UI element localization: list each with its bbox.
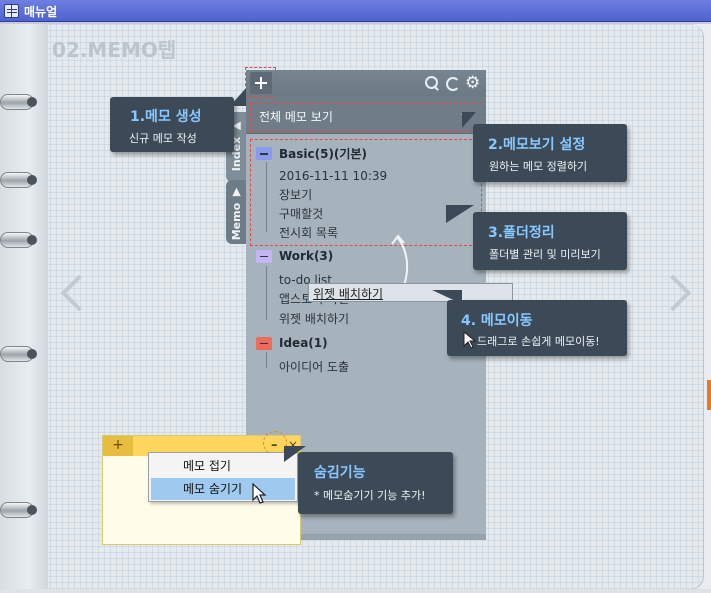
callout-hide: 숨김기능 * 메모숨기기 기능 추가! [298, 452, 453, 514]
memo-item[interactable]: 아이디어 도출 [279, 360, 350, 374]
callout-pointer [284, 446, 306, 462]
close-icon[interactable]: × [288, 438, 299, 452]
callout-title: 3.폴더정리 [488, 225, 555, 241]
binder-ring [0, 94, 37, 110]
next-page-arrow-icon[interactable] [660, 270, 690, 320]
context-menu: 메모 접기 메모 숨기기 [148, 452, 298, 502]
folder-name: Basic(5)(기본) [279, 147, 367, 161]
memo-item[interactable]: 구매할것 [279, 207, 324, 221]
binder-ring [0, 502, 37, 518]
tab-memo[interactable]: Memo ▼ [226, 180, 246, 244]
callout-view-setting: 2.메모보기 설정 원하는 메모 정렬하기 [473, 124, 627, 182]
search-icon[interactable] [424, 75, 440, 91]
callout-title: 숨김기능 [314, 465, 366, 481]
callout-pointer [230, 88, 246, 106]
binder-ring [0, 346, 37, 362]
callout-desc: * 메모숨기기 기능 추가! [314, 489, 426, 502]
folder-color-tag [256, 249, 272, 263]
highlight-folder-basic [250, 139, 482, 246]
folder-work[interactable]: Work(3) [256, 249, 333, 263]
binder-ring [0, 172, 37, 188]
callout-title: 4. 메모이동 [461, 313, 533, 329]
highlight-view-setting [250, 102, 482, 132]
binder-ring [0, 232, 37, 248]
callout-move: 4. 메모이동 드래그로 손쉽게 메모이동! [447, 300, 627, 356]
folder-name: Idea(1) [279, 336, 328, 350]
tab-memo-label: Memo ▼ [230, 186, 243, 241]
mouse-cursor-icon [252, 483, 267, 504]
sticky-header: + – × [103, 436, 300, 456]
window-titlebar: 매뉴얼 [0, 0, 711, 22]
callout-desc: 원하는 메모 정렬하기 [489, 160, 588, 173]
orange-page-tab[interactable] [707, 380, 711, 410]
refresh-icon[interactable] [444, 75, 460, 91]
folder-basic[interactable]: Basic(5)(기본) [256, 145, 367, 162]
callout-create: 1.메모 생성 신규 메모 작성 [110, 97, 234, 152]
window-title: 매뉴얼 [24, 5, 58, 19]
view-all-label[interactable]: 전체 메모 보기 [259, 110, 333, 124]
callout-pointer [432, 290, 462, 304]
book-icon [4, 4, 19, 18]
highlight-add-button [245, 67, 276, 97]
titlebar-shadow [0, 22, 711, 25]
gear-icon[interactable]: ⚙ [465, 73, 481, 93]
prev-page-arrow-icon[interactable] [56, 270, 86, 320]
memo-item[interactable]: 2016-11-11 10:39 [279, 169, 388, 183]
folder-idea[interactable]: Idea(1) [256, 336, 328, 350]
callout-desc: 신규 메모 작성 [129, 132, 197, 145]
callout-desc: 드래그로 손쉽게 메모이동! [477, 335, 600, 348]
tree-line [266, 266, 267, 320]
memo-item[interactable]: 장보기 [279, 188, 313, 202]
callout-folder: 3.폴더정리 폴더별 관리 및 미리보기 [473, 212, 627, 270]
folder-color-tag [256, 147, 272, 160]
memo-item[interactable]: 전시회 목록 [279, 226, 339, 240]
drag-preview-label: 위젯 배치하기 [313, 287, 384, 301]
callout-pointer [462, 112, 476, 128]
sticky-add-button[interactable]: + [103, 436, 133, 456]
menu-item-hide-memo[interactable]: 메모 숨기기 [151, 478, 295, 500]
callout-desc: 폴더별 관리 및 미리보기 [489, 248, 601, 261]
callout-title: 1.메모 생성 [130, 109, 202, 125]
folder-name: Work(3) [279, 249, 334, 263]
tree-line [266, 162, 267, 232]
mouse-cursor-icon [463, 331, 477, 349]
tree-line [266, 352, 267, 368]
callout-title: 2.메모보기 설정 [488, 137, 586, 153]
callout-pointer [446, 205, 474, 223]
folder-color-tag [256, 336, 272, 350]
memo-item[interactable]: 위젯 배치하기 [279, 312, 350, 326]
menu-item-fold-memo[interactable]: 메모 접기 [183, 459, 231, 473]
page-title: 02.MEMO탭 [52, 38, 177, 62]
add-memo-button[interactable] [250, 72, 272, 94]
bottom-strip [0, 589, 711, 593]
notebook-spine [0, 24, 48, 590]
